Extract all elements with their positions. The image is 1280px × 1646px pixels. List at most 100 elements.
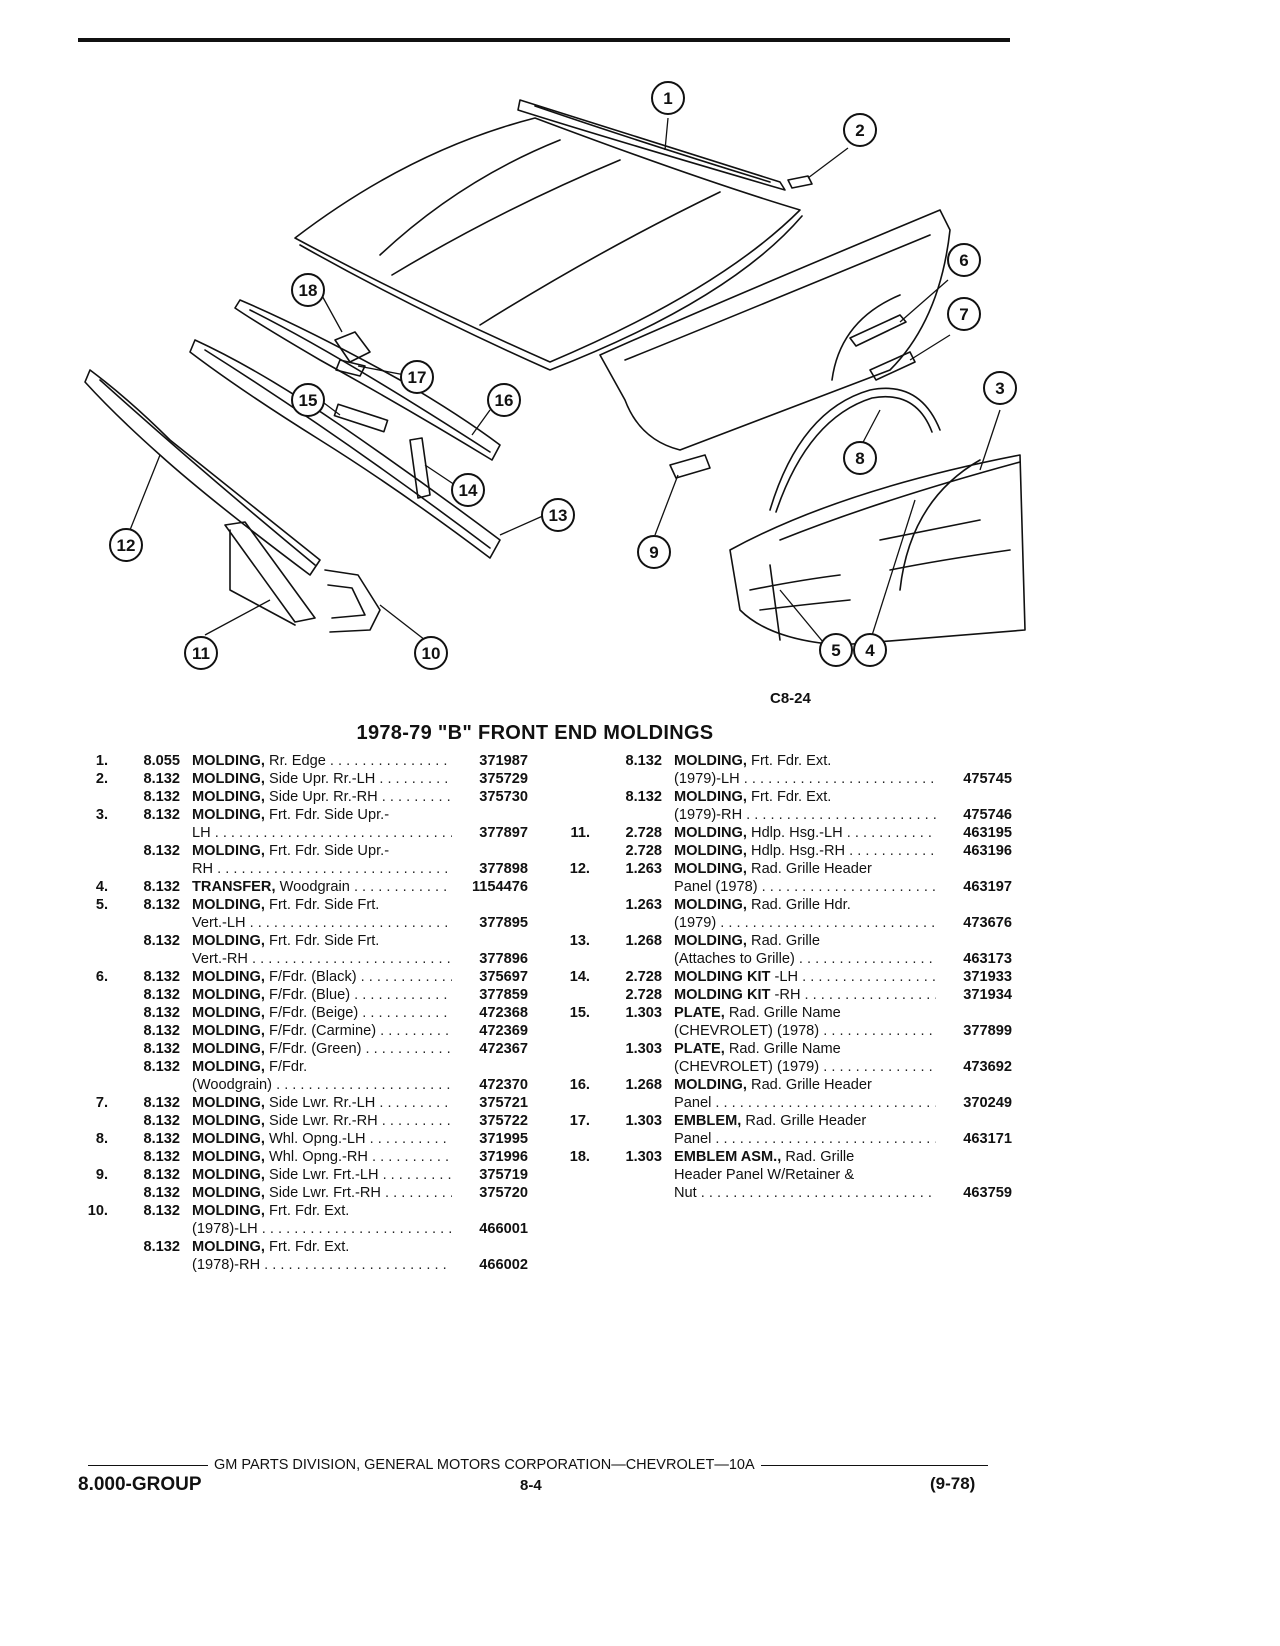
group-number: 2.728 <box>625 825 662 841</box>
part-detail: Side Lwr. Frt.-LH <box>269 1167 379 1183</box>
part-number: 463759 <box>963 1185 1012 1201</box>
part-number: 375729 <box>479 771 528 787</box>
callout-circle <box>291 383 325 417</box>
part-name: MOLDING, <box>192 933 265 949</box>
part-detail: Whl. Opng.-LH <box>269 1131 366 1147</box>
part-detail: F/Fdr. <box>269 1059 308 1075</box>
headlamp-housing-molding <box>224 521 316 623</box>
callout-7: 7 <box>959 305 968 324</box>
part-number: 375722 <box>479 1113 528 1129</box>
item-number: 8. <box>95 1131 108 1147</box>
footer-page-number: 8-4 <box>520 1477 542 1494</box>
parts-list-row: Panel . . . . . . . . . . . . . . . . . … <box>560 1094 1012 1112</box>
part-detail-continued: Panel (1978) <box>674 879 758 895</box>
leader-dots: . . . . . . . . . . . . . . . . . . . . … <box>353 879 452 895</box>
leader-dots: . . . . . . . . . . . . . . . . . . . . … <box>261 1221 452 1237</box>
item-number: 11. <box>570 825 590 841</box>
part-description: MOLDING, F/Fdr. (Beige) . . . . . . . . … <box>192 1004 452 1022</box>
part-detail: F/Fdr. (Blue) <box>269 987 351 1003</box>
part-name: MOLDING, <box>192 1239 265 1255</box>
part-number: 463173 <box>963 951 1012 967</box>
lower-fender-drawing <box>729 454 1026 646</box>
part-description: MOLDING, Frt. Fdr. Side Upr.- <box>192 842 452 860</box>
leader-dots: . . . . . . . . . . . . . . . . . . . . … <box>711 1095 936 1111</box>
part-name: MOLDING, <box>192 969 265 985</box>
leader-dots: . . . . . . . . . . . . . . . . . . . . … <box>213 861 452 877</box>
upper-fender-drawing <box>599 209 951 451</box>
part-name: MOLDING, <box>192 843 265 859</box>
part-description: Header Panel W/Retainer & <box>674 1166 936 1184</box>
callout-8: 8 <box>855 449 864 468</box>
callout-circle <box>109 528 143 562</box>
part-number: 377899 <box>963 1023 1012 1039</box>
group-number: 2.728 <box>625 987 662 1003</box>
footer-publisher: GM PARTS DIVISION, GENERAL MOTORS CORPOR… <box>214 1457 755 1473</box>
leader-dots: . . . . . . . . . . . . . . . . . . . . … <box>381 1113 452 1129</box>
part-number: 375730 <box>479 789 528 805</box>
leader-dots: . . . . . . . . . . . . . . . . . . . . … <box>696 1185 936 1201</box>
leader-dots: . . . . . . . . . . . . . . . . . . . . … <box>746 807 936 823</box>
item-number: 5. <box>95 897 108 913</box>
part-description: MOLDING, Frt. Fdr. Side Frt. <box>192 896 452 914</box>
callout-circle <box>983 371 1017 405</box>
callout-circle <box>819 633 853 667</box>
group-number: 8.132 <box>143 1059 180 1075</box>
part-detail: F/Fdr. (Green) <box>269 1041 362 1057</box>
part-detail: Side Upr. Rr.-RH <box>269 789 378 805</box>
part-name: MOLDING, <box>192 1113 265 1129</box>
leader-dots: . . . . . . . . . . . . . . . . . . . . … <box>249 915 452 931</box>
part-number: 377896 <box>479 951 528 967</box>
figure-code: C8-24 <box>770 690 811 707</box>
part-description: MOLDING, F/Fdr. <box>192 1058 452 1076</box>
part-description: MOLDING, Frt. Fdr. Side Upr.- <box>192 806 452 824</box>
parts-list-row: (1979)-LH . . . . . . . . . . . . . . . … <box>560 770 1012 788</box>
part-name: MOLDING, <box>192 1131 265 1147</box>
part-name: MOLDING, <box>192 987 265 1003</box>
part-detail: Rad. Grille Header <box>745 1113 867 1129</box>
group-number: 1.268 <box>625 1077 662 1093</box>
part-description: (Woodgrain) . . . . . . . . . . . . . . … <box>192 1076 452 1094</box>
part-description: Panel (1978) . . . . . . . . . . . . . .… <box>674 878 936 896</box>
exploded-parts-diagram: 1 2 3 4 5 6 7 8 9 10 11 12 13 14 15 16 1… <box>80 70 1040 710</box>
part-number: 472368 <box>479 1005 528 1021</box>
group-number: 1.303 <box>625 1113 662 1129</box>
part-name: MOLDING, <box>192 1203 265 1219</box>
part-detail: Whl. Opng.-RH <box>269 1149 368 1165</box>
part-description: MOLDING, F/Fdr. (Green) . . . . . . . . … <box>192 1040 452 1058</box>
part-detail-continued: (1978)-RH <box>192 1257 261 1273</box>
item-number: 18. <box>569 1149 590 1165</box>
part-description: MOLDING, Rad. Grille Header <box>674 1076 936 1094</box>
parts-list-row: Panel . . . . . . . . . . . . . . . . . … <box>560 1130 1012 1148</box>
part-detail: -LH <box>774 969 799 985</box>
item-number: 6. <box>95 969 108 985</box>
footer-date: (9-78) <box>930 1474 976 1493</box>
part-detail: Woodgrain <box>279 879 350 895</box>
part-description: MOLDING, F/Fdr. (Blue) . . . . . . . . .… <box>192 986 452 1004</box>
part-description: PLATE, Rad. Grille Name <box>674 1040 936 1058</box>
fender-extension-molding <box>324 569 381 633</box>
callout-circle <box>853 633 887 667</box>
part-detail: Frt. Fdr. Ext. <box>269 1203 350 1219</box>
group-number: 1.263 <box>625 861 662 877</box>
callout-1: 1 <box>663 89 672 108</box>
item-number: 7. <box>95 1095 108 1111</box>
part-number: 377898 <box>479 861 528 877</box>
group-number: 1.303 <box>625 1149 662 1165</box>
callout-circle <box>843 441 877 475</box>
part-name: MOLDING, <box>192 1095 265 1111</box>
part-name: EMBLEM ASM., <box>674 1149 782 1165</box>
part-number: 1154476 <box>471 879 528 895</box>
footer-publisher-line: GM PARTS DIVISION, GENERAL MOTORS CORPOR… <box>88 1457 988 1473</box>
item-number: 2. <box>95 771 108 787</box>
part-detail-continued: Vert.-LH <box>192 915 246 931</box>
callout-circle <box>184 636 218 670</box>
